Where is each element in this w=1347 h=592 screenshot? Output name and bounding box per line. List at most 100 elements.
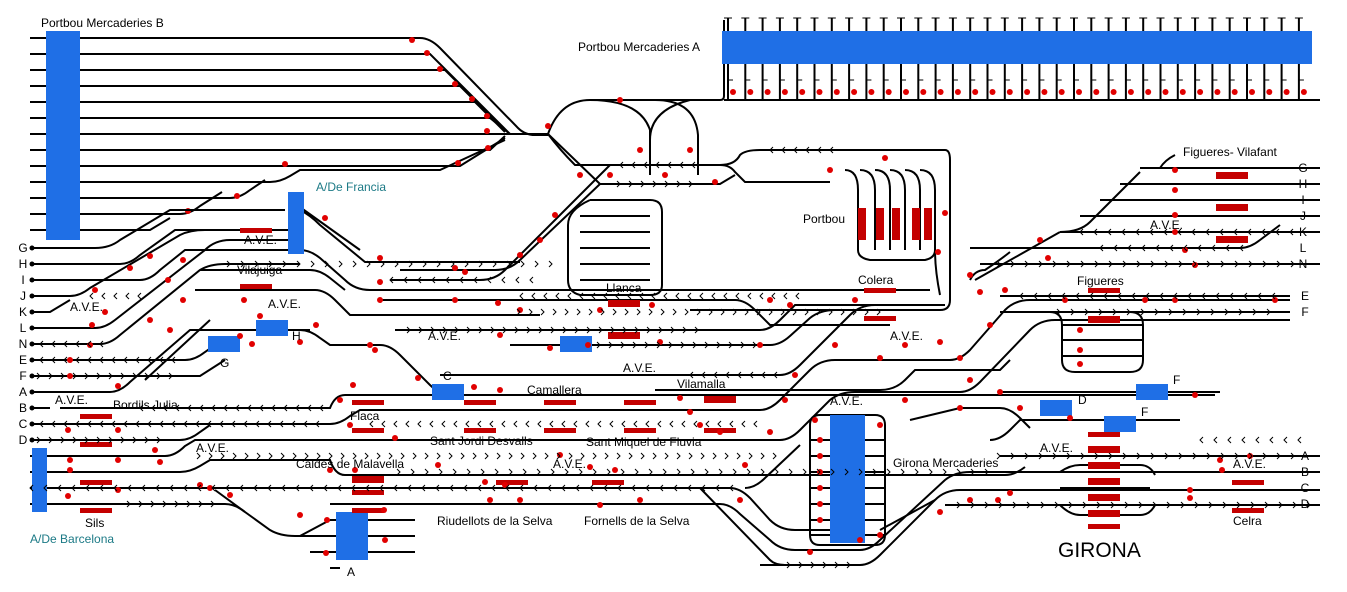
track-label: L	[20, 321, 27, 335]
signal-light	[322, 215, 328, 221]
signal-light	[807, 549, 813, 555]
signal-light	[687, 409, 693, 415]
signal-light	[377, 297, 383, 303]
ave-label: A.V.E.	[268, 297, 301, 311]
platform	[352, 490, 384, 495]
signal-light	[967, 497, 973, 503]
girona-merc-block	[830, 415, 865, 543]
platform	[624, 428, 656, 433]
signal-light	[67, 357, 73, 363]
signal-light	[967, 272, 973, 278]
signal-light	[935, 249, 941, 255]
platform	[704, 396, 736, 403]
signal-light	[537, 237, 543, 243]
barcelona-link-label: A/De Barcelona	[30, 532, 114, 546]
siding-d-label: D	[1078, 393, 1087, 407]
ave-label: A.V.E.	[196, 441, 229, 455]
signal-light	[787, 302, 793, 308]
signal-light	[1172, 167, 1178, 173]
ave-label: A.V.E.	[1233, 457, 1266, 471]
signal-light	[607, 172, 613, 178]
track-label: L	[1300, 241, 1307, 255]
ave-label: A.V.E.	[55, 393, 88, 407]
platform	[496, 480, 528, 485]
signal-light	[372, 347, 378, 353]
signal-light	[167, 327, 173, 333]
signal-light	[1045, 255, 1051, 261]
siding-f1-label: F	[1173, 373, 1180, 387]
platform	[1088, 432, 1120, 437]
signal-light	[817, 453, 823, 459]
signal-light	[697, 422, 703, 428]
signal-light	[1142, 297, 1148, 303]
signal-light	[1182, 247, 1188, 253]
platform	[544, 400, 576, 405]
signal-light	[1002, 287, 1008, 293]
signal-light	[612, 467, 618, 473]
caldes-label: Caldes de Malavella	[296, 457, 404, 471]
platform	[624, 400, 656, 405]
portbou-b-label: Portbou Mercaderies B	[41, 16, 164, 30]
signal-light	[637, 497, 643, 503]
track-label: E	[19, 353, 27, 367]
signal-light	[967, 377, 973, 383]
signal-light	[877, 422, 883, 428]
platform	[544, 428, 576, 433]
signal-light	[957, 355, 963, 361]
direction-arrows	[29, 146, 1311, 569]
signal-light	[737, 497, 743, 503]
ave-label: A.V.E.	[890, 329, 923, 343]
signal-light	[1172, 229, 1178, 235]
fornells-label: Fornells de la Selva	[584, 514, 690, 528]
signal-light	[487, 497, 493, 503]
siding-g-block	[208, 336, 240, 352]
signal-light	[102, 309, 108, 315]
platform	[80, 508, 112, 513]
platforms	[80, 172, 1264, 529]
track-label: H	[1299, 177, 1308, 191]
signal-light	[1037, 237, 1043, 243]
platform	[1088, 288, 1120, 293]
platform	[464, 428, 496, 433]
platform	[352, 400, 384, 405]
track-label: I	[1301, 193, 1304, 207]
signal-light	[817, 485, 823, 491]
signal-light	[197, 482, 203, 488]
figueres-vilafant-area	[969, 154, 1320, 313]
signal-light	[1172, 297, 1178, 303]
platform	[1088, 524, 1120, 529]
signal-light	[350, 382, 356, 388]
signal-light	[552, 212, 558, 218]
track-label: F	[19, 369, 26, 383]
signal-light	[587, 464, 593, 470]
track-label: D	[1301, 497, 1310, 511]
signal-light	[1007, 490, 1013, 496]
signal-light	[495, 300, 501, 306]
platform	[876, 208, 884, 240]
signal-light	[115, 383, 121, 389]
signal-light	[662, 172, 668, 178]
signal-light	[687, 147, 693, 153]
signal-light	[180, 297, 186, 303]
platform	[1088, 494, 1120, 501]
platform	[352, 476, 384, 483]
track-label: C	[19, 417, 28, 431]
track-label: N	[1299, 257, 1308, 271]
signal-light	[792, 372, 798, 378]
signal-light	[877, 532, 883, 538]
signal-light	[227, 492, 233, 498]
celra-label: Celra	[1233, 514, 1262, 528]
platform	[892, 208, 900, 240]
signal-light	[617, 97, 623, 103]
signal-light	[1272, 297, 1278, 303]
platform	[1232, 508, 1264, 513]
track-label: A	[19, 385, 27, 399]
signal-light	[147, 253, 153, 259]
platform	[608, 332, 640, 339]
signal-light	[367, 342, 373, 348]
platform	[1216, 204, 1248, 211]
siding-d-block	[1040, 400, 1072, 416]
signal-light	[937, 339, 943, 345]
track-label: J	[1300, 209, 1306, 223]
